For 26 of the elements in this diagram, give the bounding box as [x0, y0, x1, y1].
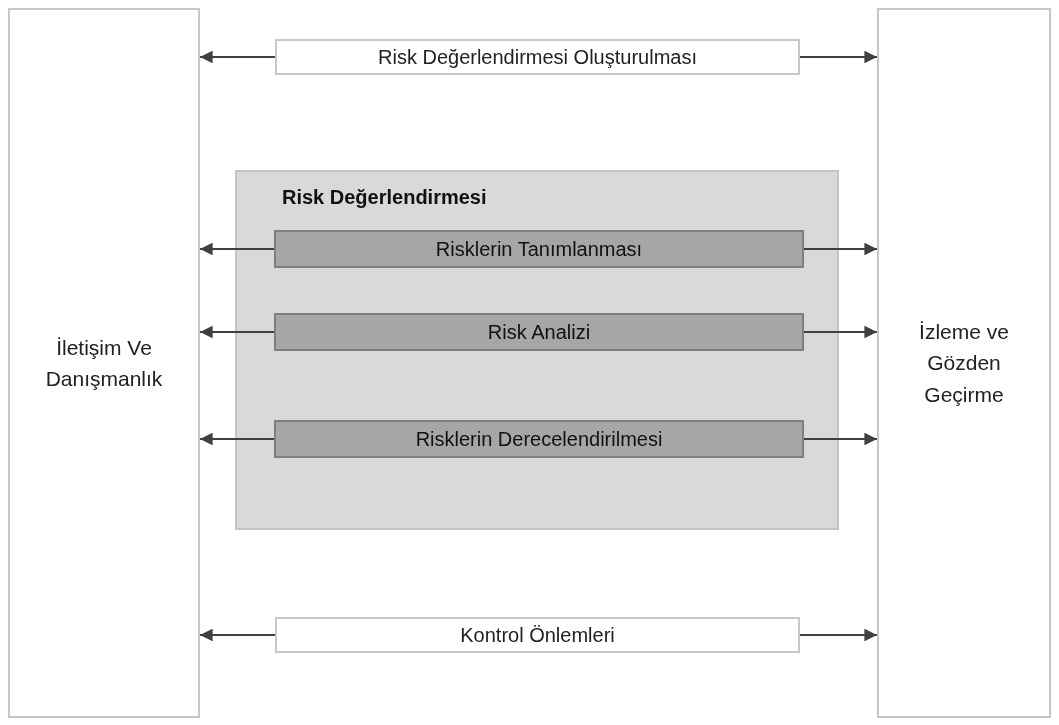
- node-label: Risk Analizi: [487, 320, 591, 344]
- arrow: [803, 242, 878, 256]
- node-label: İletişim Ve Danışmanlık: [44, 334, 164, 392]
- node-label: İzleme ve Gözden Geçirme: [918, 318, 1010, 408]
- arrow: [199, 50, 276, 64]
- process-box: [274, 313, 804, 351]
- group-panel: [235, 170, 839, 530]
- side-box: [8, 8, 200, 718]
- arrow: [799, 628, 878, 642]
- process-box: [274, 420, 804, 458]
- arrow: [803, 325, 878, 339]
- node-label: Risklerin Derecelendirilmesi: [415, 427, 663, 451]
- node-label: Risklerin Tanımlanması: [435, 237, 643, 261]
- node-label: Kontrol Önlemleri: [460, 623, 615, 647]
- side-box: [877, 8, 1051, 718]
- arrow: [199, 432, 275, 446]
- arrow: [799, 50, 878, 64]
- arrow: [199, 242, 275, 256]
- process-box: [274, 230, 804, 268]
- arrow: [803, 432, 878, 446]
- process-box: [275, 617, 800, 653]
- arrow: [199, 628, 276, 642]
- node-label: Risk Değerlendirmesi Oluşturulması: [378, 45, 697, 69]
- arrow: [199, 325, 275, 339]
- process-box: [275, 39, 800, 75]
- group-title: Risk Değerlendirmesi: [282, 186, 487, 209]
